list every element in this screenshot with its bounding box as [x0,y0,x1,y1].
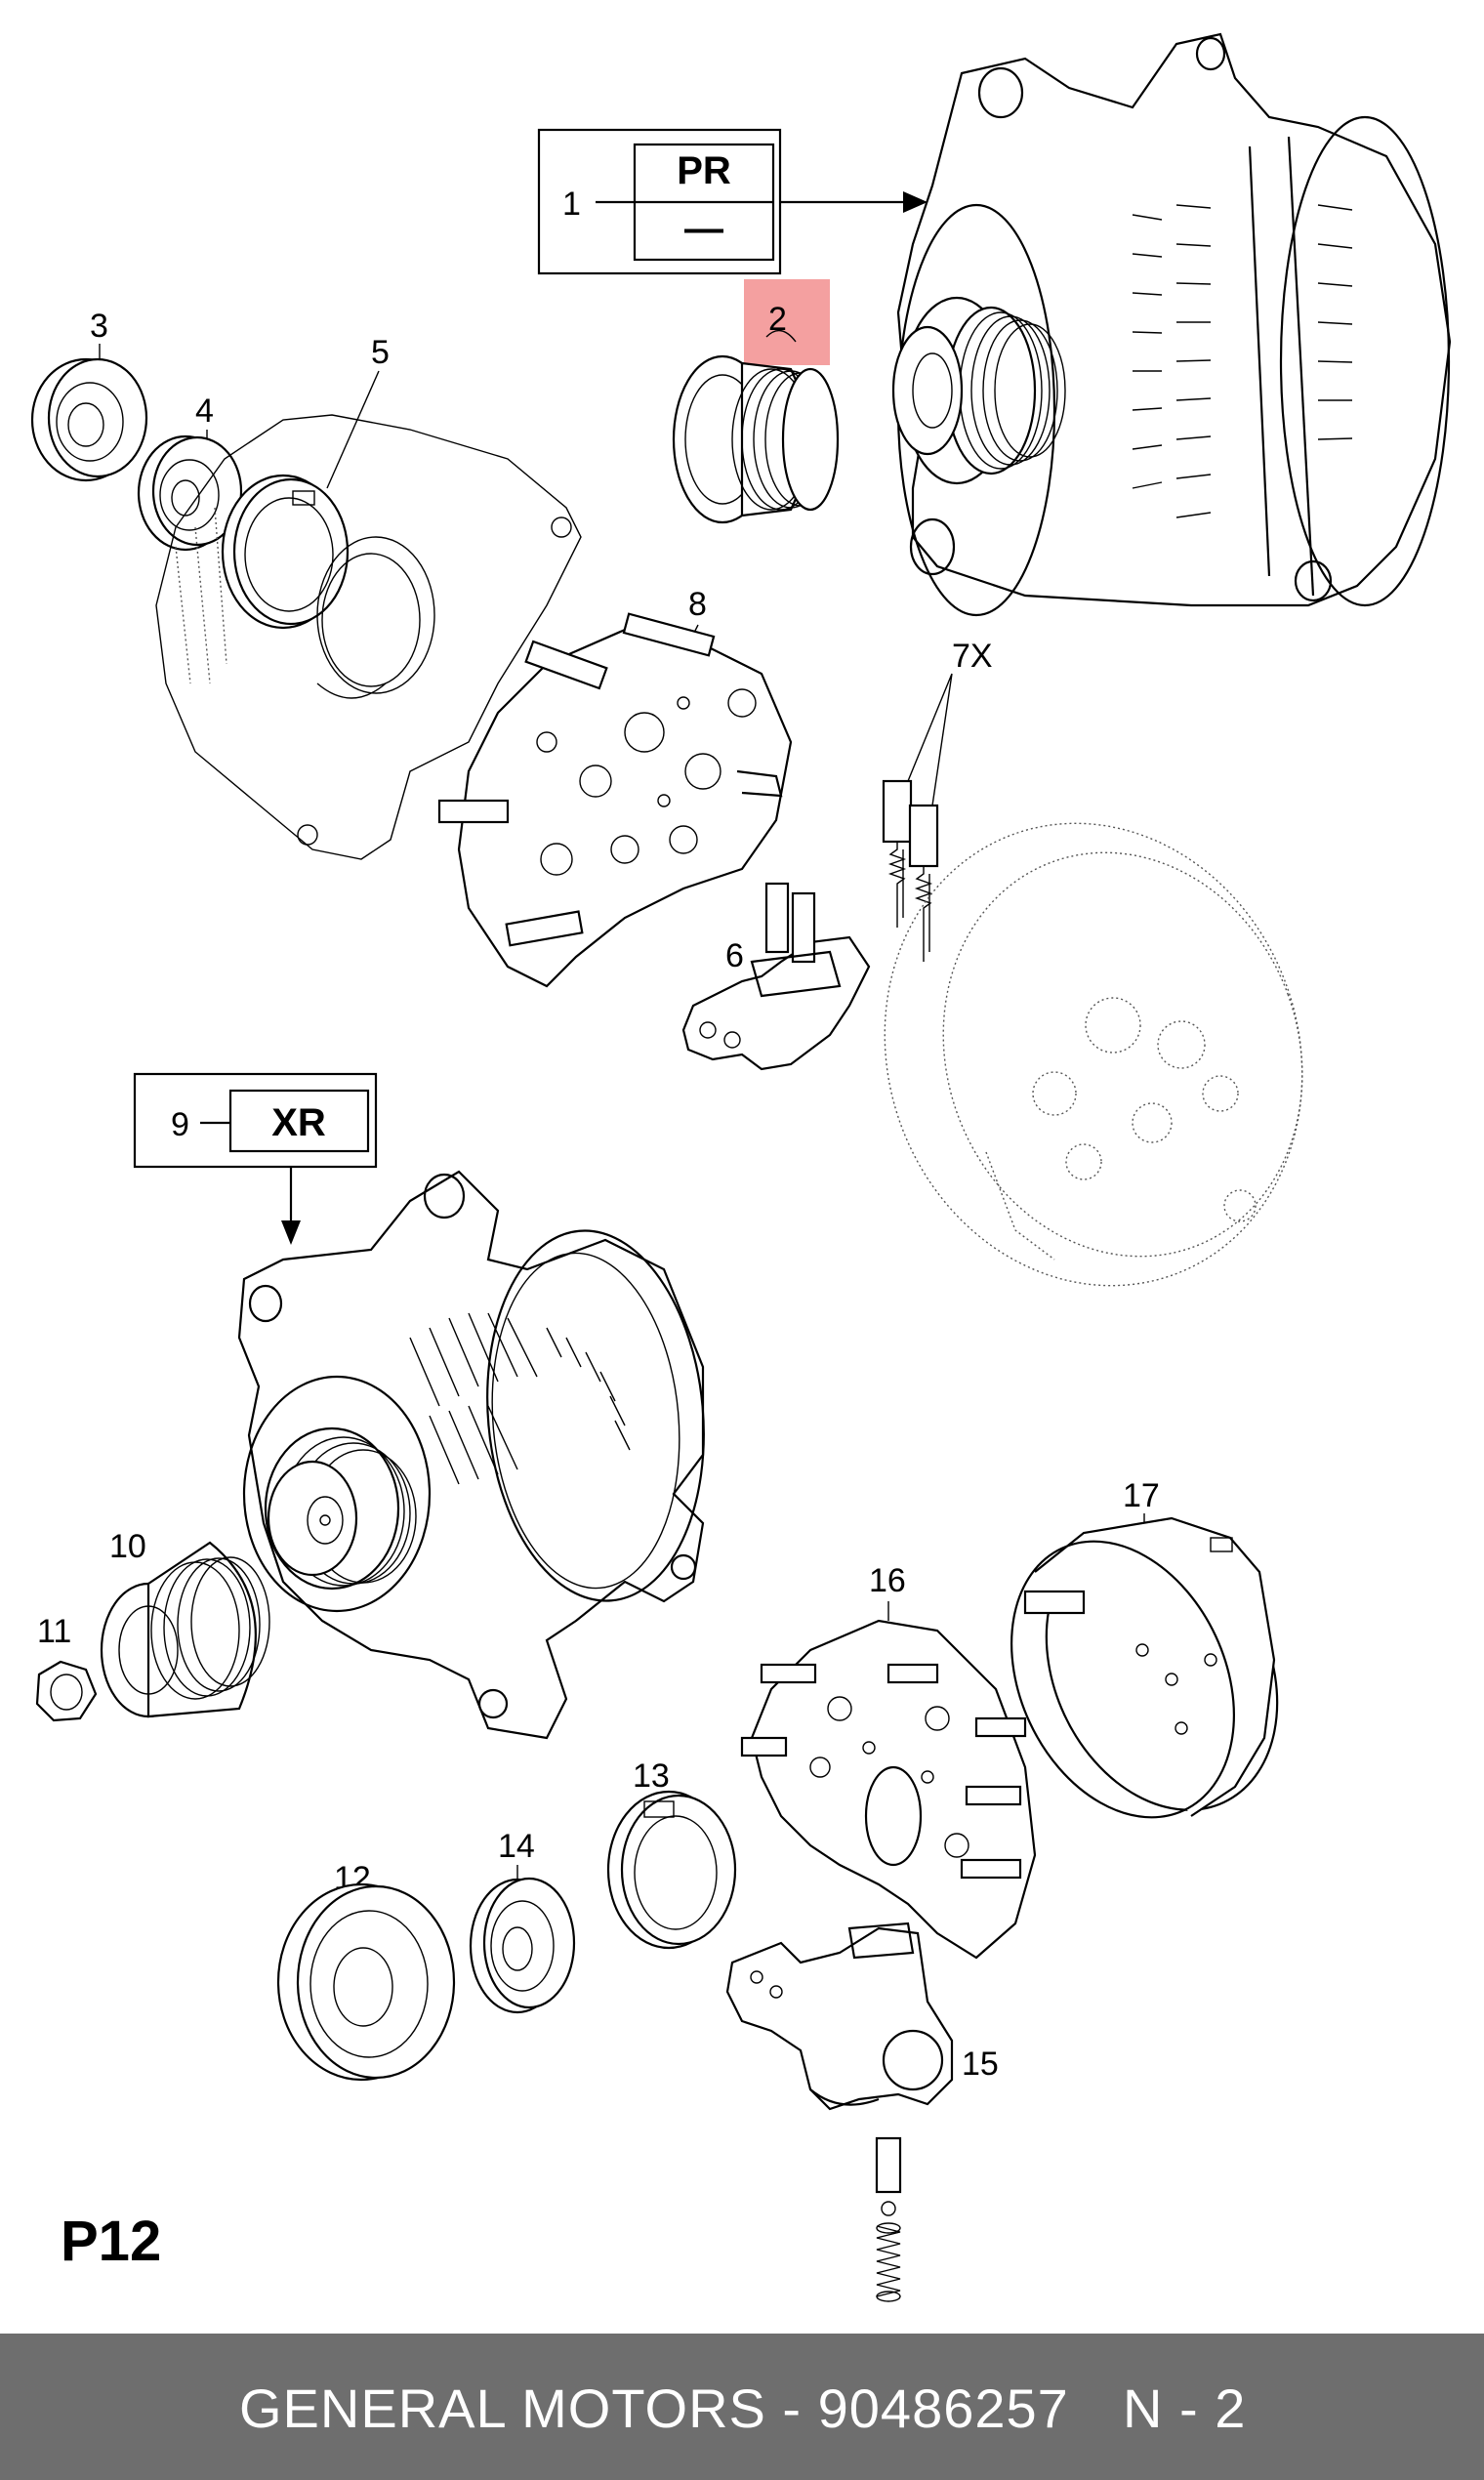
page-code: P12 [61,2210,162,2273]
callout-3: 3 [90,308,108,345]
part-15-spring-brush [875,2136,902,2302]
option-code-pr-sub: — [684,207,723,250]
alternator-xr-pulley [264,1426,417,1591]
part-4-bearing [137,434,243,552]
option-code-pr: PR [677,149,731,192]
part-15-regulator [725,1922,954,2111]
callout-8: 8 [688,586,707,623]
callout-2: 2 [768,301,787,338]
dotted-end-cover [884,822,1303,1287]
part-5-ring [221,474,350,630]
part-6-regulator [681,882,871,1071]
callout-7x: 7X [952,638,993,675]
part-12-bearing [276,1882,456,2082]
callout-6: 6 [725,937,744,974]
alternator-pulley [891,306,1066,475]
part-3-bearing [30,357,148,482]
callout-11: 11 [37,1613,71,1650]
footer-bar: GENERAL MOTORS - 90486257 N - 2 [0,2334,1484,2480]
callout-4: 4 [195,393,214,430]
alternator-fins [1132,204,1353,518]
part-10-pulley [100,1541,270,1718]
option-code-xr: XR [271,1101,326,1144]
callout-5: 5 [371,334,390,371]
callout-13: 13 [633,1757,670,1795]
callout-17: 17 [1123,1477,1160,1514]
callout-10: 10 [109,1528,146,1565]
part-13-ring [606,1790,737,1950]
exploded-parts-diagram: 1 PR — 2 [30,32,1452,2302]
part-8-rectifier [437,612,793,988]
callout-15: 15 [962,2046,999,2083]
callout-16: 16 [869,1562,906,1599]
end-shield-outline [155,414,582,860]
part-2-pulley [672,354,840,524]
part-16-rectifier [740,1619,1037,1960]
highlight-callout-2 [744,279,830,365]
option-box-xr: 9 XR [133,1072,378,1245]
part-14-bearing [469,1877,576,2014]
part-7x-brushes [882,779,939,962]
callout-1: 1 [562,186,581,223]
option-box-pr: 1 PR — [537,128,928,275]
callout-14: 14 [498,1828,535,1865]
alternator-xr-fins [409,1312,631,1485]
part-17-cover [1010,1516,1279,1819]
alternator-assembly-pr [891,32,1452,617]
footer-sheet-id: N - 2 [1123,2377,1247,2439]
callout-9: 9 [171,1106,189,1143]
footer-part-number: GENERAL MOTORS - 90486257 [239,2377,1069,2439]
part-11-nut [35,1660,98,1722]
alternator-assembly-xr [237,1170,705,1740]
